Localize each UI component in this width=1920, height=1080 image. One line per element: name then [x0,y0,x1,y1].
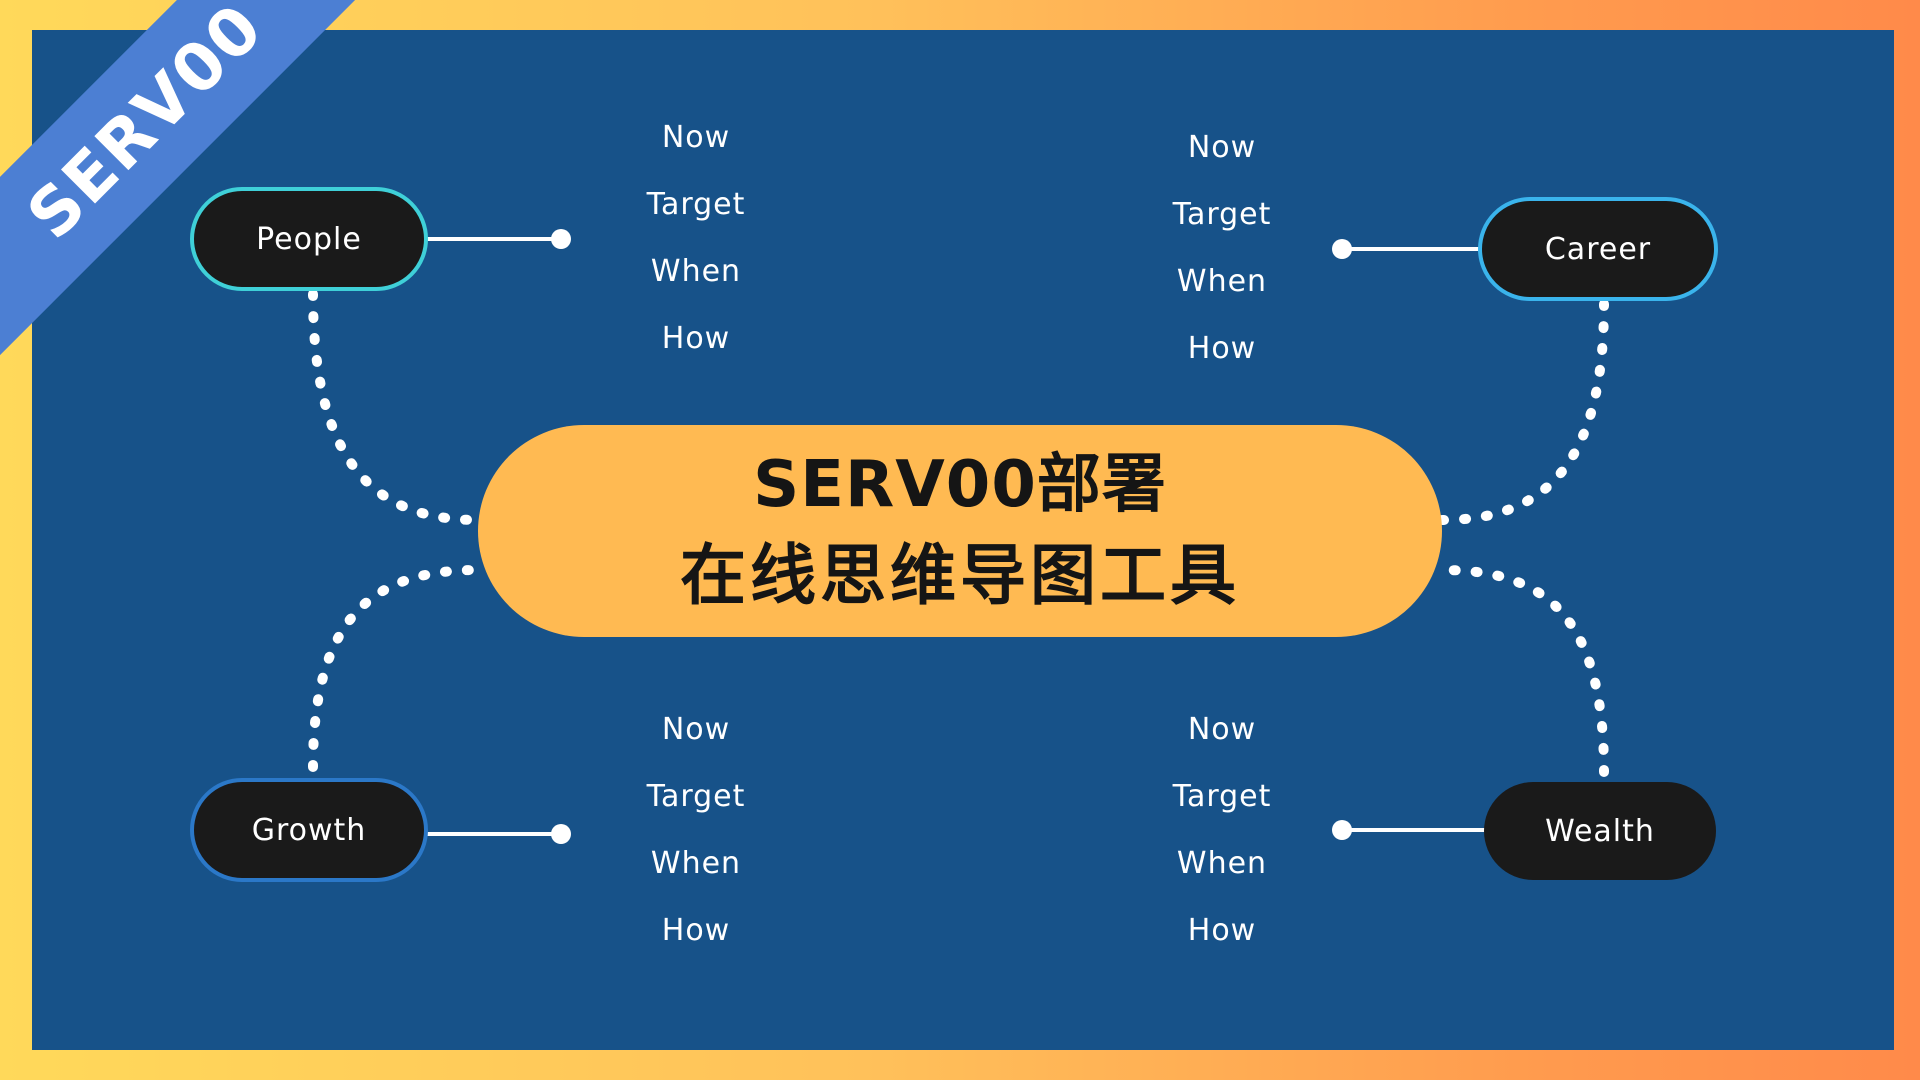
connector-career-center [1437,299,1609,525]
node-people-label: People [256,221,362,257]
central-topic-line1: SERV00部署 [753,448,1167,522]
node-people[interactable]: People [190,187,428,291]
plan-item[interactable]: When [650,254,742,289]
plan-item[interactable]: Now [661,120,731,155]
plan-item[interactable]: How [661,913,731,948]
central-topic[interactable]: SERV00部署 在线思维导图工具 [478,425,1442,637]
central-topic-line2: 在线思维导图工具 [680,537,1240,614]
plan-item[interactable]: Target [1172,779,1272,814]
plan-list-wealth: Now Target When How [1102,710,1342,978]
plan-item[interactable]: How [661,321,731,356]
plan-item[interactable]: Target [646,779,746,814]
plan-item[interactable]: When [1176,264,1268,299]
node-growth-label: Growth [251,812,367,848]
node-wealth-label: Wealth [1545,813,1655,849]
plan-item[interactable]: When [650,846,742,881]
plan-item[interactable]: Now [1187,130,1257,165]
plan-item[interactable]: Now [1187,712,1257,747]
connector-growth-center [308,565,483,772]
plan-list-career: Now Target When How [1102,128,1342,396]
node-career-label: Career [1544,231,1652,267]
node-growth[interactable]: Growth [190,778,428,882]
people-plan-dot [551,229,571,249]
wealth-plan-dot [1332,820,1352,840]
node-wealth[interactable]: Wealth [1484,782,1716,880]
plan-item[interactable]: How [1187,913,1257,948]
plan-item[interactable]: When [1176,846,1268,881]
career-plan-dot [1332,239,1352,259]
node-career[interactable]: Career [1478,197,1718,301]
plan-list-growth: Now Target When How [576,710,816,978]
plan-list-people: Now Target When How [576,118,816,386]
plan-item[interactable]: Target [646,187,746,222]
plan-item[interactable]: Target [1172,197,1272,232]
plan-item[interactable]: Now [661,712,731,747]
connector-people-center [308,289,483,525]
connector-wealth-center [1437,565,1609,777]
plan-item[interactable]: How [1187,331,1257,366]
growth-plan-dot [551,824,571,844]
